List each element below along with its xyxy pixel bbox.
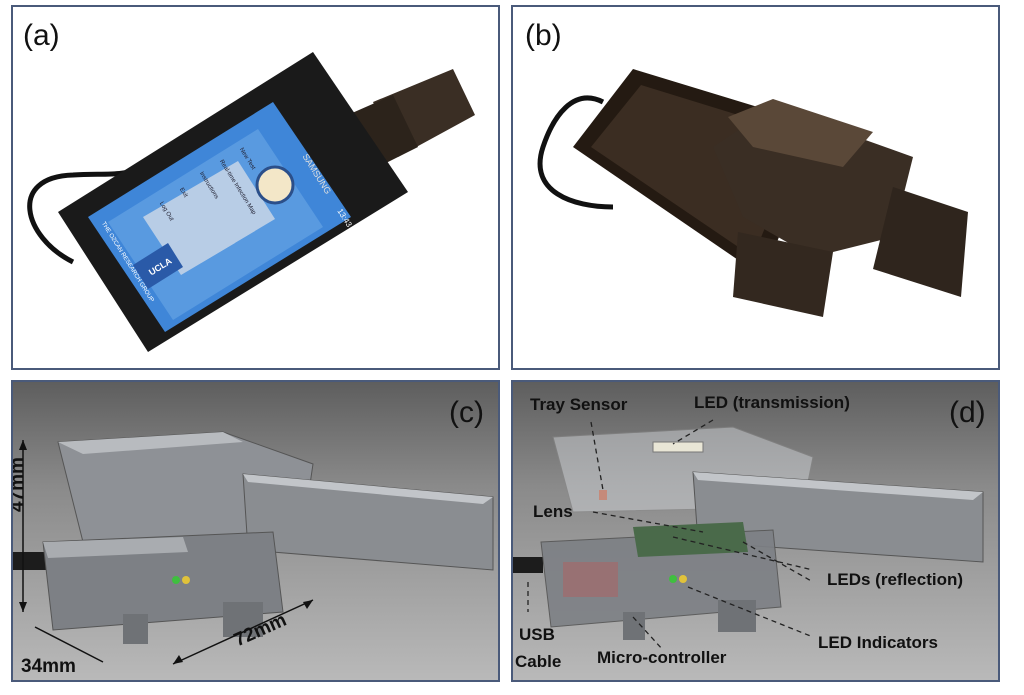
panel-d-label: (d) xyxy=(949,396,986,429)
phone-photo-a xyxy=(27,52,475,352)
ucla-logo xyxy=(133,243,183,289)
led-yellow-indicator-d xyxy=(679,575,687,583)
led-yellow-indicator xyxy=(182,576,190,584)
panel-c: (c) 47mm 34mm 72mm xyxy=(11,380,500,682)
callout-usb-line2: Cable xyxy=(515,652,562,671)
cad-model-c xyxy=(13,431,494,665)
dimension-width: 34mm xyxy=(21,656,76,677)
led-green-indicator xyxy=(172,576,180,584)
panel-d: (d) Tray Sensor LED (transmission) Lens … xyxy=(511,380,1000,682)
callout-led-indicators: LED Indicators xyxy=(818,633,938,652)
cad-model-d xyxy=(513,419,984,651)
panel-a-label: (a) xyxy=(23,19,60,52)
dimension-height: 47mm xyxy=(11,457,28,512)
callout-lens: Lens xyxy=(533,502,573,521)
callout-led-transmission: LED (transmission) xyxy=(694,393,850,412)
panel-b: (b) xyxy=(511,5,1000,370)
phone-photo-b xyxy=(537,69,968,317)
panel-a: (a) SAMSUNG 13:43 UCLA THE OZCAN RESEARC… xyxy=(11,5,500,370)
callout-tray-sensor: Tray Sensor xyxy=(530,395,628,414)
panel-c-label: (c) xyxy=(449,396,484,429)
panel-b-label: (b) xyxy=(525,19,562,52)
seal-icon xyxy=(255,165,295,205)
led-green-indicator-d xyxy=(669,575,677,583)
callout-leds-reflection: LEDs (reflection) xyxy=(827,570,964,589)
callout-usb-line1: USB xyxy=(519,625,555,644)
callout-microcontroller: Micro-controller xyxy=(597,648,727,667)
